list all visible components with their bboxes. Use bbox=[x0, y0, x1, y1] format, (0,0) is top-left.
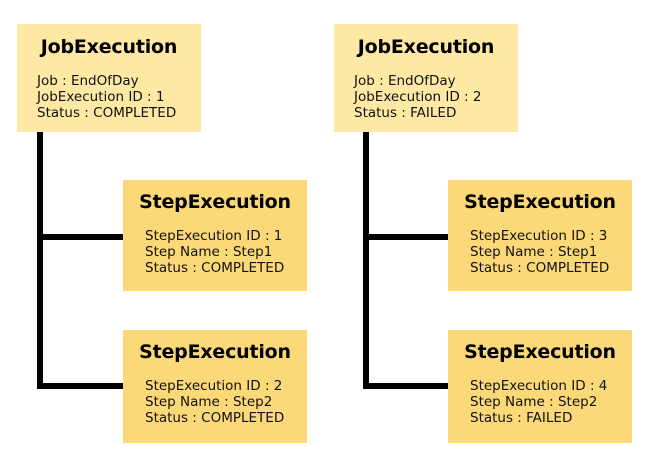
connector-right-branch-top bbox=[363, 234, 453, 240]
node-field: Step Name : Step1 bbox=[470, 244, 598, 260]
node-title: JobExecution bbox=[357, 36, 495, 58]
node-field: Status : COMPLETED bbox=[145, 410, 285, 426]
node-field: StepExecution ID : 2 bbox=[145, 378, 283, 394]
node-title: StepExecution bbox=[139, 191, 291, 213]
node-field: JobExecution ID : 1 bbox=[37, 89, 165, 105]
node-fields: StepExecution ID : 3 Step Name : Step1 S… bbox=[470, 228, 632, 276]
node-field: Step Name : Step2 bbox=[470, 394, 598, 410]
connector-left-trunk bbox=[37, 132, 43, 389]
node-step-execution-right-bottom[interactable]: StepExecution StepExecution ID : 4 Step … bbox=[448, 330, 632, 443]
node-field: Job : EndOfDay bbox=[37, 73, 139, 89]
node-fields: StepExecution ID : 2 Step Name : Step2 S… bbox=[145, 378, 307, 426]
node-fields: Job : EndOfDay JobExecution ID : 1 Statu… bbox=[37, 73, 201, 121]
node-fields: StepExecution ID : 4 Step Name : Step2 S… bbox=[470, 378, 632, 426]
connector-left-branch-bottom bbox=[37, 383, 128, 389]
node-field: JobExecution ID : 2 bbox=[354, 89, 482, 105]
node-field: StepExecution ID : 1 bbox=[145, 228, 283, 244]
node-field: Status : COMPLETED bbox=[470, 260, 610, 276]
connector-left-branch-top bbox=[37, 234, 128, 240]
node-step-execution-right-top[interactable]: StepExecution StepExecution ID : 3 Step … bbox=[448, 180, 632, 291]
node-fields: StepExecution ID : 1 Step Name : Step1 S… bbox=[145, 228, 307, 276]
node-title: StepExecution bbox=[464, 341, 616, 363]
node-job-execution-left[interactable]: JobExecution Job : EndOfDay JobExecution… bbox=[17, 24, 201, 132]
node-field: Status : FAILED bbox=[470, 410, 573, 426]
node-field: StepExecution ID : 3 bbox=[470, 228, 608, 244]
node-title: StepExecution bbox=[464, 191, 616, 213]
node-title: JobExecution bbox=[40, 36, 178, 58]
node-field: Step Name : Step2 bbox=[145, 394, 273, 410]
node-title: StepExecution bbox=[139, 341, 291, 363]
node-fields: Job : EndOfDay JobExecution ID : 2 Statu… bbox=[354, 73, 518, 121]
node-field: StepExecution ID : 4 bbox=[470, 378, 608, 394]
node-field: Step Name : Step1 bbox=[145, 244, 273, 260]
node-job-execution-right[interactable]: JobExecution Job : EndOfDay JobExecution… bbox=[334, 24, 518, 132]
node-field: Status : FAILED bbox=[354, 105, 457, 121]
node-step-execution-left-bottom[interactable]: StepExecution StepExecution ID : 2 Step … bbox=[123, 330, 307, 443]
node-step-execution-left-top[interactable]: StepExecution StepExecution ID : 1 Step … bbox=[123, 180, 307, 291]
node-field: Status : COMPLETED bbox=[145, 260, 285, 276]
node-field: Job : EndOfDay bbox=[354, 73, 456, 89]
connector-right-trunk bbox=[363, 132, 369, 389]
connector-right-branch-bottom bbox=[363, 383, 453, 389]
node-field: Status : COMPLETED bbox=[37, 105, 177, 121]
